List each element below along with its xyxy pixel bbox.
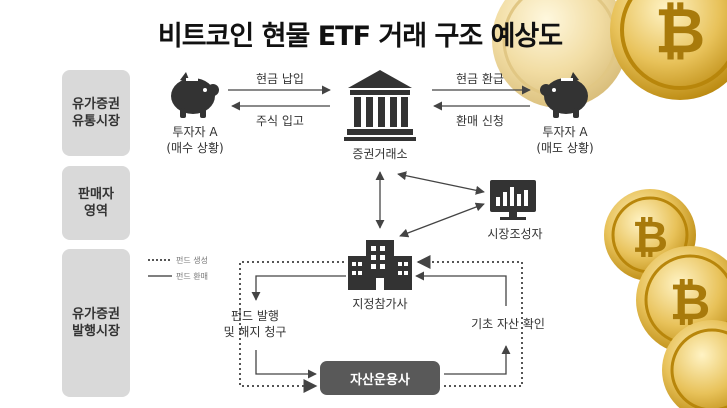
node-asset-manager: 자산운용사 xyxy=(320,361,440,395)
svg-text:₿: ₿ xyxy=(655,0,706,67)
label-cash-payment: 현금 납입 xyxy=(256,72,304,86)
arrow-exchange-market-maker xyxy=(397,171,485,195)
node-investor-sell: 투자자 A (매도 상황) xyxy=(536,125,594,155)
flow-redemption-right xyxy=(415,271,507,306)
label-redemption-request: 환매 신청 xyxy=(456,114,504,128)
flow-redemption-right-bottom xyxy=(444,345,511,375)
flow-creation-right xyxy=(416,255,523,387)
piggy-bank-icon xyxy=(540,72,588,118)
exchange-building-icon xyxy=(344,70,416,141)
label-underlying-asset-check: 기초 자산 확인 xyxy=(471,317,545,331)
node-market-maker: 시장조성자 xyxy=(487,227,543,241)
arrow-market-maker-ap xyxy=(399,202,485,238)
label-fund-issue-request: 펀드 발행 및 해지 청구 xyxy=(223,309,287,339)
monitor-chart-icon xyxy=(490,180,536,220)
piggy-bank-icon xyxy=(171,72,219,118)
bitcoin-coin-icon: ₿ xyxy=(610,0,727,100)
flow-creation-left xyxy=(239,261,344,393)
flow-redemption-left-bottom xyxy=(255,350,317,379)
node-authorized-participant: 지정참가사 xyxy=(352,297,408,311)
flow-redemption-left xyxy=(251,275,346,301)
section-secondary-market: 유가증권 유통시장 xyxy=(62,70,130,156)
legend-fund-redemption: 펀드 환매 xyxy=(176,272,208,281)
label-stock-deposit: 주식 입고 xyxy=(256,114,304,128)
label-cash-refund: 현금 환급 xyxy=(456,72,504,86)
node-investor-buy: 투자자 A (매수 상황) xyxy=(166,125,224,155)
office-building-icon xyxy=(348,240,412,290)
node-exchange: 증권거래소 xyxy=(352,147,408,161)
bitcoin-coin-icon xyxy=(662,320,727,408)
section-primary-market: 유가증권 발행시장 xyxy=(62,249,130,397)
legend-fund-creation: 펀드 생성 xyxy=(176,256,208,265)
section-sales-area: 판매자 영역 xyxy=(62,166,130,240)
page-title: 비트코인 현물 ETF 거래 구조 예상도 xyxy=(157,21,563,52)
